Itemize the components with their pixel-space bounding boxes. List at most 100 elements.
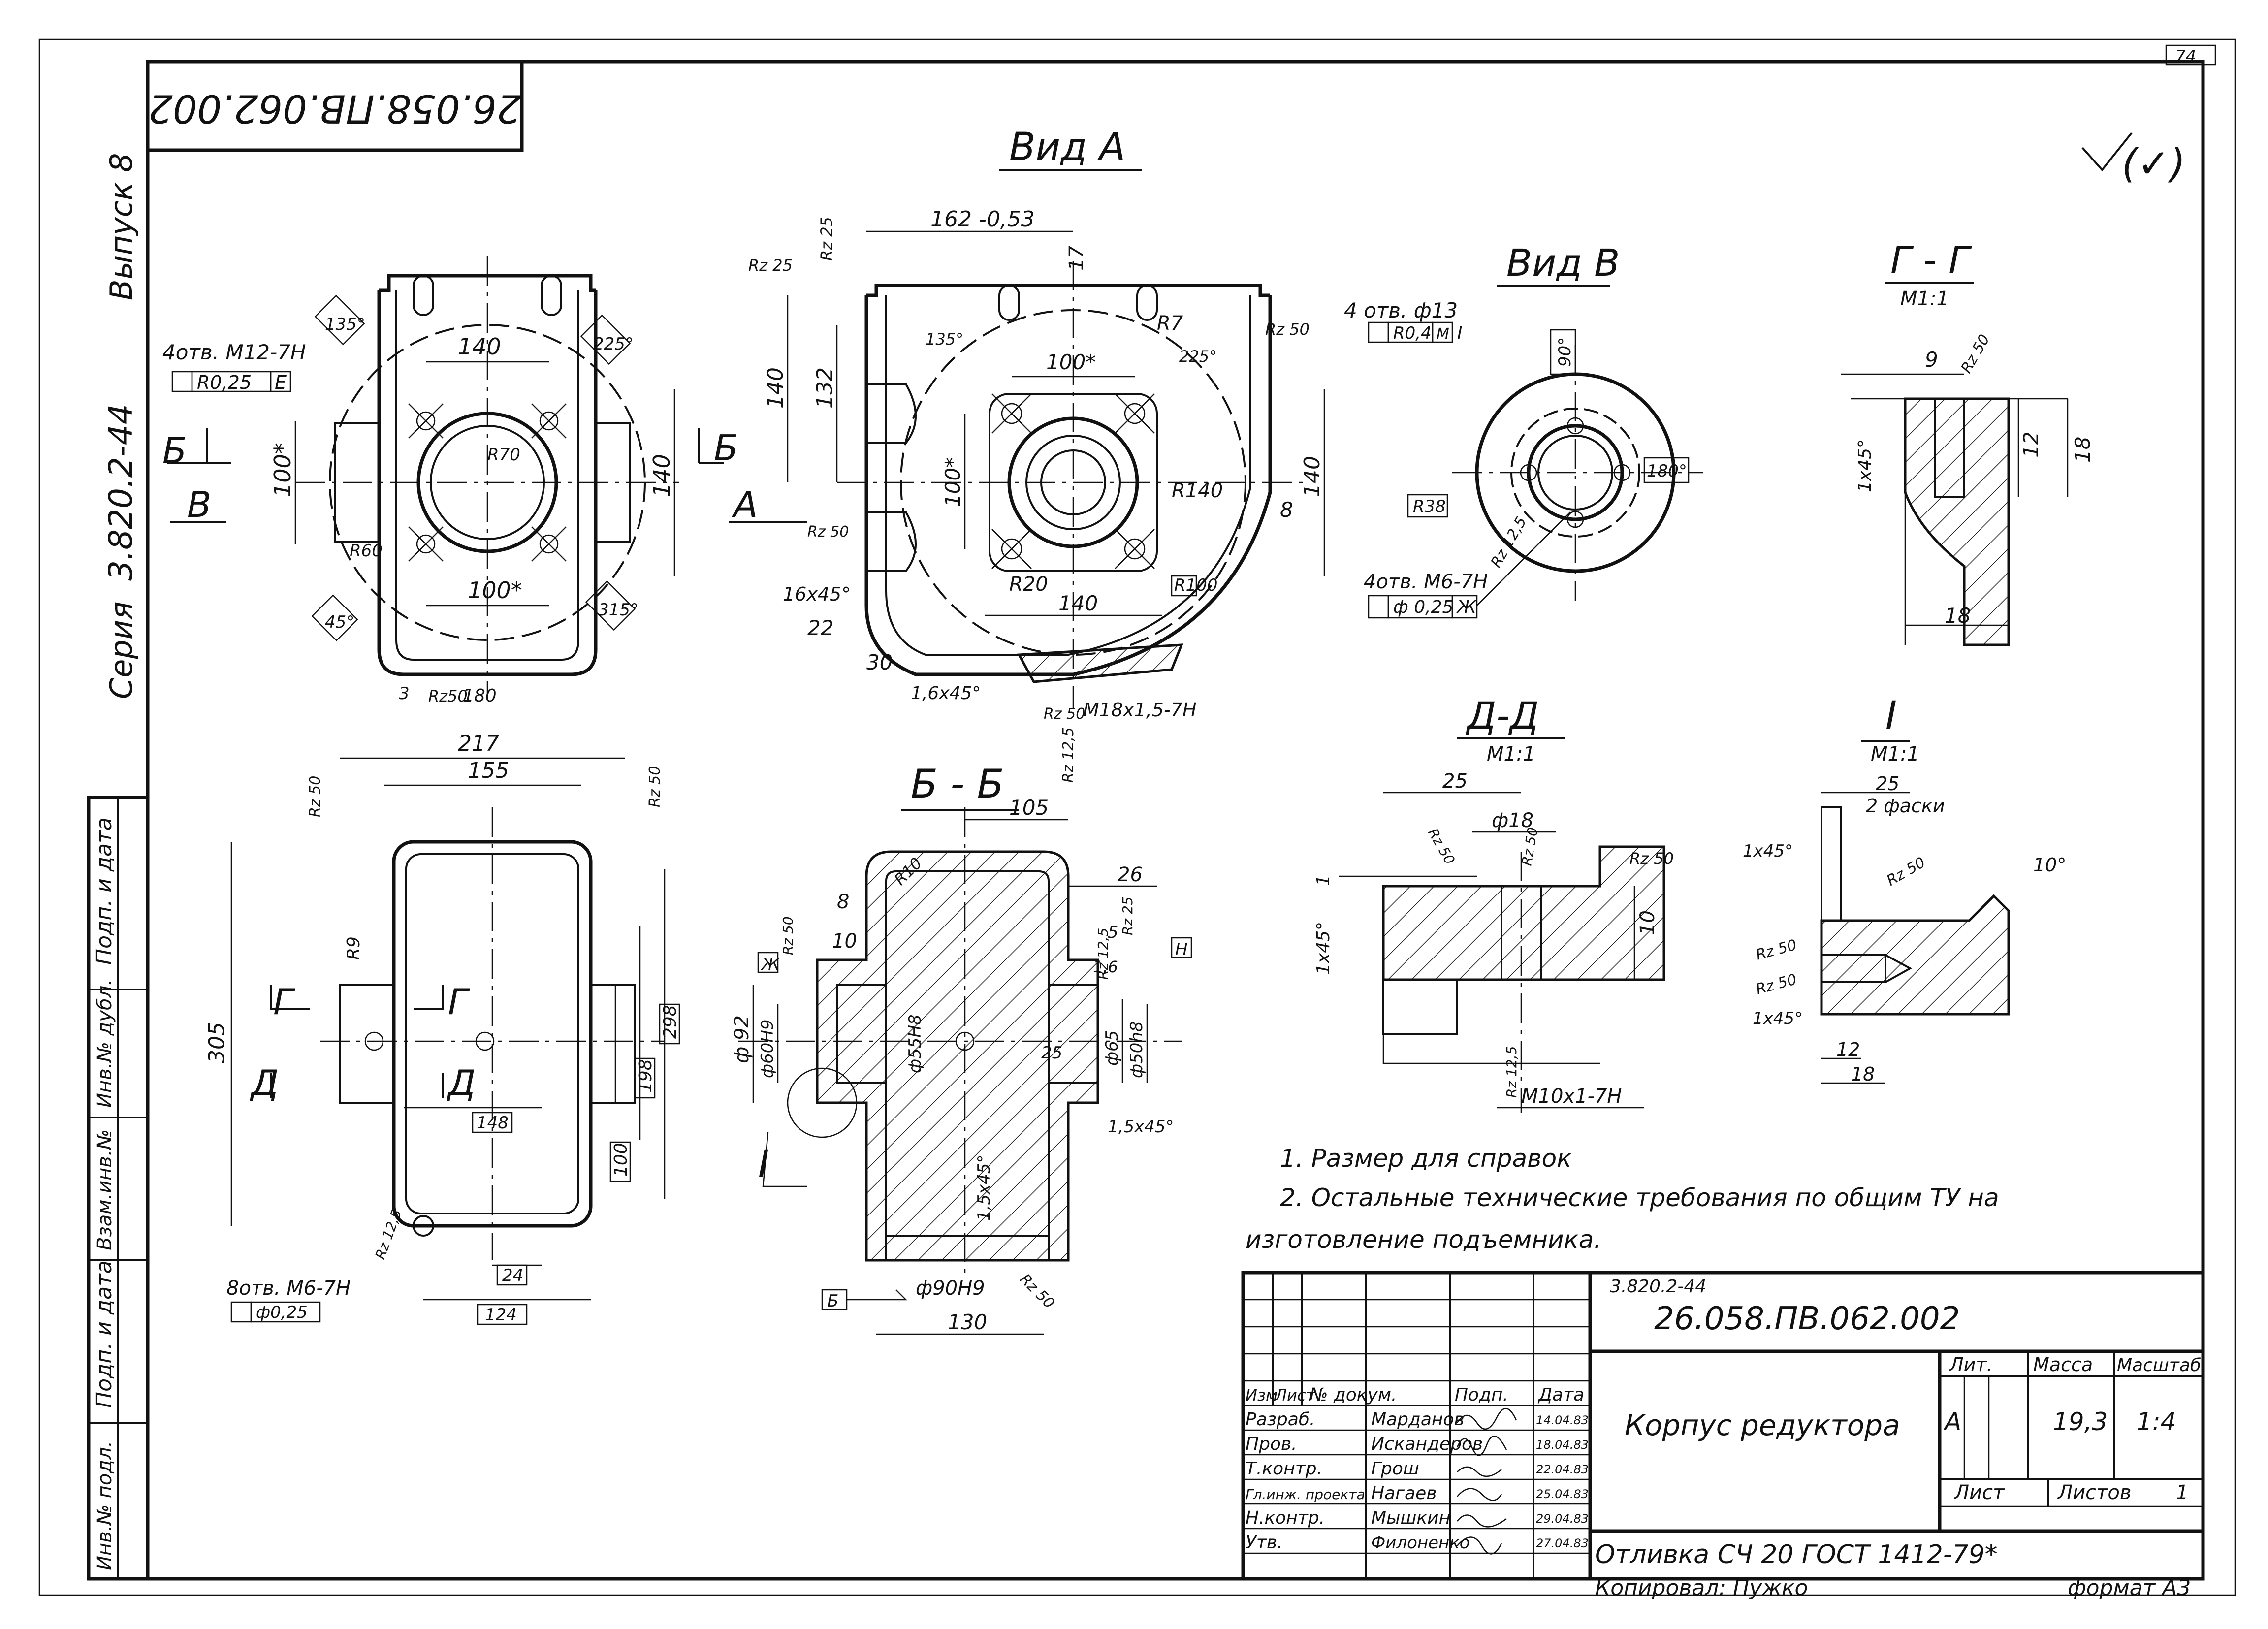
gg-dim-18b: 18 bbox=[1945, 604, 1971, 628]
plan-rz125: Rz 12,5 bbox=[372, 1207, 405, 1261]
plan-dim-298: 298 bbox=[660, 1005, 680, 1039]
v2-thread-m18: М18х1,5-7Н bbox=[1083, 699, 1197, 721]
note-3: изготовление подъемника. bbox=[1246, 1225, 1601, 1254]
plan-dim-155: 155 bbox=[468, 758, 509, 783]
plan-dim-217: 217 bbox=[458, 731, 499, 756]
d-d-section bbox=[1339, 792, 1665, 1113]
v3-tol: ф 0,25 bbox=[1393, 597, 1453, 617]
v1-rz: Rz50 bbox=[428, 687, 468, 705]
bb-dim-25: 25 bbox=[1041, 1043, 1062, 1063]
view-title-detail-i: I bbox=[1885, 694, 1897, 738]
v2-dim-132: 132 bbox=[812, 367, 837, 409]
bb-rz125: Rz 12,5 bbox=[1095, 928, 1111, 980]
v1-section-v: В bbox=[187, 484, 211, 525]
tb-mass: 19,3 bbox=[2053, 1407, 2108, 1436]
tb-listov-label: Листов bbox=[2057, 1481, 2131, 1504]
di-chamfer-top: 1x45° bbox=[1743, 841, 1793, 861]
tb-role-3: Т.контр. bbox=[1246, 1459, 1322, 1479]
bb-dim-d92: ф 92 bbox=[731, 1015, 753, 1063]
v3-angle-180: 180° bbox=[1647, 461, 1687, 481]
bb-ref-zh: Ж bbox=[761, 955, 780, 974]
v2-r7: R7 bbox=[1157, 312, 1183, 335]
bb-section-i: I bbox=[758, 1142, 769, 1185]
vid-a-view bbox=[787, 230, 1453, 709]
tb-lit-header: Лит. bbox=[1949, 1354, 1993, 1375]
dd-chamfer: 1x45° bbox=[1313, 922, 1334, 975]
seriya-label: Серия bbox=[103, 602, 139, 699]
v2-rz50c: Rz 50 bbox=[1044, 705, 1085, 723]
v2-chamfer-16: 16x45° bbox=[783, 583, 851, 605]
signatures bbox=[1456, 1407, 1517, 1555]
v2-holes: 4 отв. ф13 bbox=[1344, 298, 1458, 322]
plan-section-d-right: Д bbox=[447, 1062, 476, 1104]
v1-r60: R60 bbox=[350, 541, 383, 561]
tb-name: Корпус редуктора bbox=[1625, 1408, 1900, 1442]
bb-dim-26: 26 bbox=[1118, 863, 1143, 886]
bb-dim-d90: ф90Н9 bbox=[916, 1277, 985, 1300]
b-b-section bbox=[738, 807, 1192, 1335]
tb-mass-header: Масса bbox=[2033, 1354, 2093, 1375]
tb-date-2: 18.04.83 bbox=[1536, 1438, 1589, 1452]
tb-col-podp: Подп. bbox=[1455, 1385, 1508, 1405]
di-rz50b: Rz 50 bbox=[1754, 936, 1798, 964]
v1-dim-100s-vert: 100* bbox=[269, 443, 296, 497]
plan-holes: 8отв. М6-7Н bbox=[226, 1277, 351, 1300]
tb-role-1: Разраб. bbox=[1246, 1409, 1315, 1430]
v2-rz125: Rz 12,5 bbox=[1060, 727, 1077, 783]
v2-rz50b: Rz 50 bbox=[807, 523, 849, 541]
plan-dim-124: 124 bbox=[485, 1305, 517, 1325]
note-2: 2. Остальные технические требования по о… bbox=[1280, 1183, 1999, 1212]
tb-date-1: 14.04.83 bbox=[1536, 1413, 1589, 1427]
v2-dim-22: 22 bbox=[807, 616, 833, 640]
bb-dim-105: 105 bbox=[1009, 796, 1049, 820]
gg-rz: Rz 50 bbox=[1958, 331, 1993, 376]
v2-dim-8: 8 bbox=[1280, 498, 1293, 522]
gg-chamfer: 1x45° bbox=[1855, 439, 1875, 492]
di-rz50: Rz 50 bbox=[1884, 854, 1929, 889]
gg-dim-12: 12 bbox=[2019, 432, 2043, 458]
plan-rz50b: Rz 50 bbox=[646, 766, 664, 807]
v2-rz50: Rz 50 bbox=[1265, 320, 1310, 339]
v2-tol-m: M bbox=[1437, 325, 1449, 343]
v2-rz25: Rz 25 bbox=[748, 256, 793, 275]
plan-dim-148: 148 bbox=[477, 1113, 509, 1133]
v1-holes: 4отв. М12-7Н bbox=[162, 340, 306, 364]
tb-format: формат А3 bbox=[2068, 1575, 2191, 1600]
v2-chamfer-1-6: 1,6x45° bbox=[911, 683, 981, 703]
tb-scale: 1:4 bbox=[2137, 1407, 2176, 1436]
view-title-d-d: Д-Д bbox=[1466, 694, 1539, 737]
v1-tol: R0,25 bbox=[197, 372, 252, 393]
tb-name-3: Грош bbox=[1371, 1459, 1419, 1479]
plan-section-g-left: Г bbox=[273, 981, 295, 1022]
tb-listov: 1 bbox=[2176, 1481, 2188, 1504]
tb-col-data: Дата bbox=[1537, 1385, 1584, 1405]
v1-section-a: А bbox=[732, 484, 758, 525]
v1-section-b-right: Б bbox=[714, 427, 738, 469]
plan-section-d-left: Д bbox=[250, 1062, 279, 1104]
margin-cell-5: Инв.№ подл. bbox=[94, 1441, 116, 1570]
margin-cell-2: Инв.№ дубл. bbox=[94, 979, 116, 1108]
tb-date-5: 29.04.83 bbox=[1536, 1512, 1589, 1526]
v1-d3: 3 bbox=[399, 684, 410, 703]
bb-chamfer-2: 1,5x45° bbox=[974, 1155, 994, 1221]
v2-dim-162: 162 -0,53 bbox=[930, 207, 1035, 232]
tb-role-6: Утв. bbox=[1246, 1533, 1283, 1553]
v1-dim-140-vert: 140 bbox=[648, 454, 675, 497]
tb-role-5: Н.контр. bbox=[1246, 1508, 1325, 1528]
bb-dim-5: 5 bbox=[1108, 923, 1118, 942]
bb-rz50: Rz 50 bbox=[780, 916, 796, 955]
tb-code: 26.058.ПВ.062.002 bbox=[1654, 1301, 1960, 1337]
tb-name-1: Марданов bbox=[1371, 1409, 1465, 1430]
v3-tol-ref: Ж bbox=[1456, 597, 1477, 617]
v2-r20: R20 bbox=[1009, 573, 1048, 596]
v1-d180: 180 bbox=[463, 686, 497, 706]
v1-section-b-left: Б bbox=[162, 430, 187, 471]
v2-dim-140-vert-left: 140 bbox=[763, 367, 788, 409]
v1-dim-140: 140 bbox=[458, 333, 501, 360]
v2-r100: R100 bbox=[1174, 575, 1218, 595]
dd-dim-10: 10 bbox=[1636, 910, 1659, 935]
view-title-vid-v: Вид В bbox=[1506, 241, 1620, 285]
bb-ref-n: Н bbox=[1175, 940, 1188, 959]
tb-col-izm: Изм bbox=[1246, 1386, 1278, 1405]
